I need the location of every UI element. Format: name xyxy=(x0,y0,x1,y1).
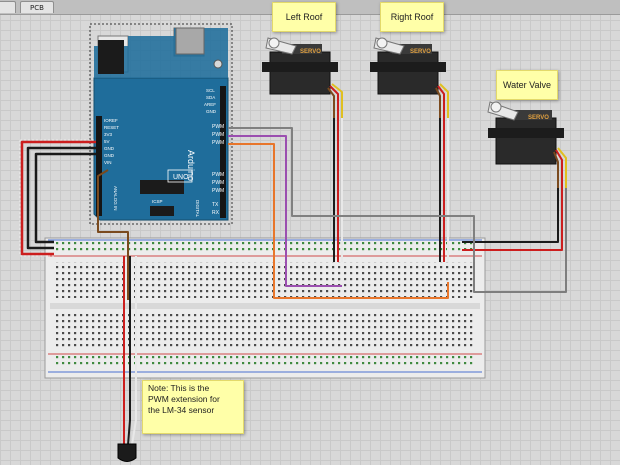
label-water-valve[interactable]: Water Valve xyxy=(496,70,558,100)
icsp-label: ICSP xyxy=(152,199,163,204)
icsp-header xyxy=(150,206,174,216)
arduino-brand-text: Arduino xyxy=(186,150,196,181)
tx-label: TX xyxy=(212,202,219,208)
label-left-roof[interactable]: Left Roof xyxy=(272,2,336,32)
analog-in-label: ANALOG IN xyxy=(113,186,118,211)
power-rail-bottom[interactable] xyxy=(54,356,474,368)
note-line-2: PWM extension for xyxy=(148,394,220,404)
digital-label: DIGITAL xyxy=(195,200,200,218)
usb-b-socket xyxy=(175,27,205,55)
terminal-strip-upper[interactable] xyxy=(54,262,474,298)
lm34-temperature-sensor[interactable] xyxy=(117,443,137,462)
reset-button[interactable] xyxy=(213,59,223,69)
sensor-note[interactable]: Note: This is the PWM extension for the … xyxy=(142,380,244,434)
tab-previous-view[interactable] xyxy=(0,1,16,13)
servo-brand-text: SERVO xyxy=(528,115,549,121)
pin-gnd-1: GND xyxy=(104,146,115,151)
pwm-label-3: PWM xyxy=(212,140,224,146)
pwm-label-1: PWM xyxy=(212,124,224,130)
servo-brand-text: SERVO xyxy=(410,49,431,55)
pin-gnd-2: GND xyxy=(104,153,115,158)
servo-left-roof[interactable]: SERVO xyxy=(262,37,338,95)
pin-aref: AREF xyxy=(204,102,216,107)
arduino-model-text: UNO xyxy=(173,174,189,181)
pin-sda: SDA xyxy=(206,95,215,100)
tab-pcb[interactable]: PCB xyxy=(20,1,54,13)
servo-brand-text: SERVO xyxy=(300,49,321,55)
breadboard[interactable] xyxy=(44,237,486,379)
pin-vin: VIN xyxy=(104,160,112,165)
pwm-label-5: PWM xyxy=(212,180,224,186)
pin-5v: 5V xyxy=(104,139,110,144)
barrel-jack xyxy=(98,40,124,74)
pwm-label-6: PWM xyxy=(212,188,224,194)
label-right-roof[interactable]: Right Roof xyxy=(380,2,444,32)
mcu-chip xyxy=(140,180,184,194)
pin-3v3: 3V3 xyxy=(104,132,113,137)
terminal-strip-lower[interactable] xyxy=(54,313,474,349)
pin-reset: RESET xyxy=(104,125,119,130)
pin-scl: SCL xyxy=(206,88,215,93)
pwm-label-4: PWM xyxy=(212,172,224,178)
note-line-1: Note: This is the xyxy=(148,383,210,393)
servo-right-roof[interactable]: SERVO xyxy=(370,37,446,95)
pwm-label-2: PWM xyxy=(212,132,224,138)
pin-ioref: IOREF xyxy=(104,118,118,123)
power-rail-top[interactable] xyxy=(54,241,474,253)
rx-label: RX xyxy=(212,210,220,216)
servo-water-valve[interactable]: SERVO xyxy=(487,101,564,165)
pin-gnd: GND xyxy=(206,109,217,114)
note-line-3: the LM-34 sensor xyxy=(148,405,215,415)
wires xyxy=(19,83,567,446)
arduino-uno-board[interactable]: Arduino UNO PWM PWM PWM PWM PWM PWM TX R… xyxy=(89,23,233,225)
